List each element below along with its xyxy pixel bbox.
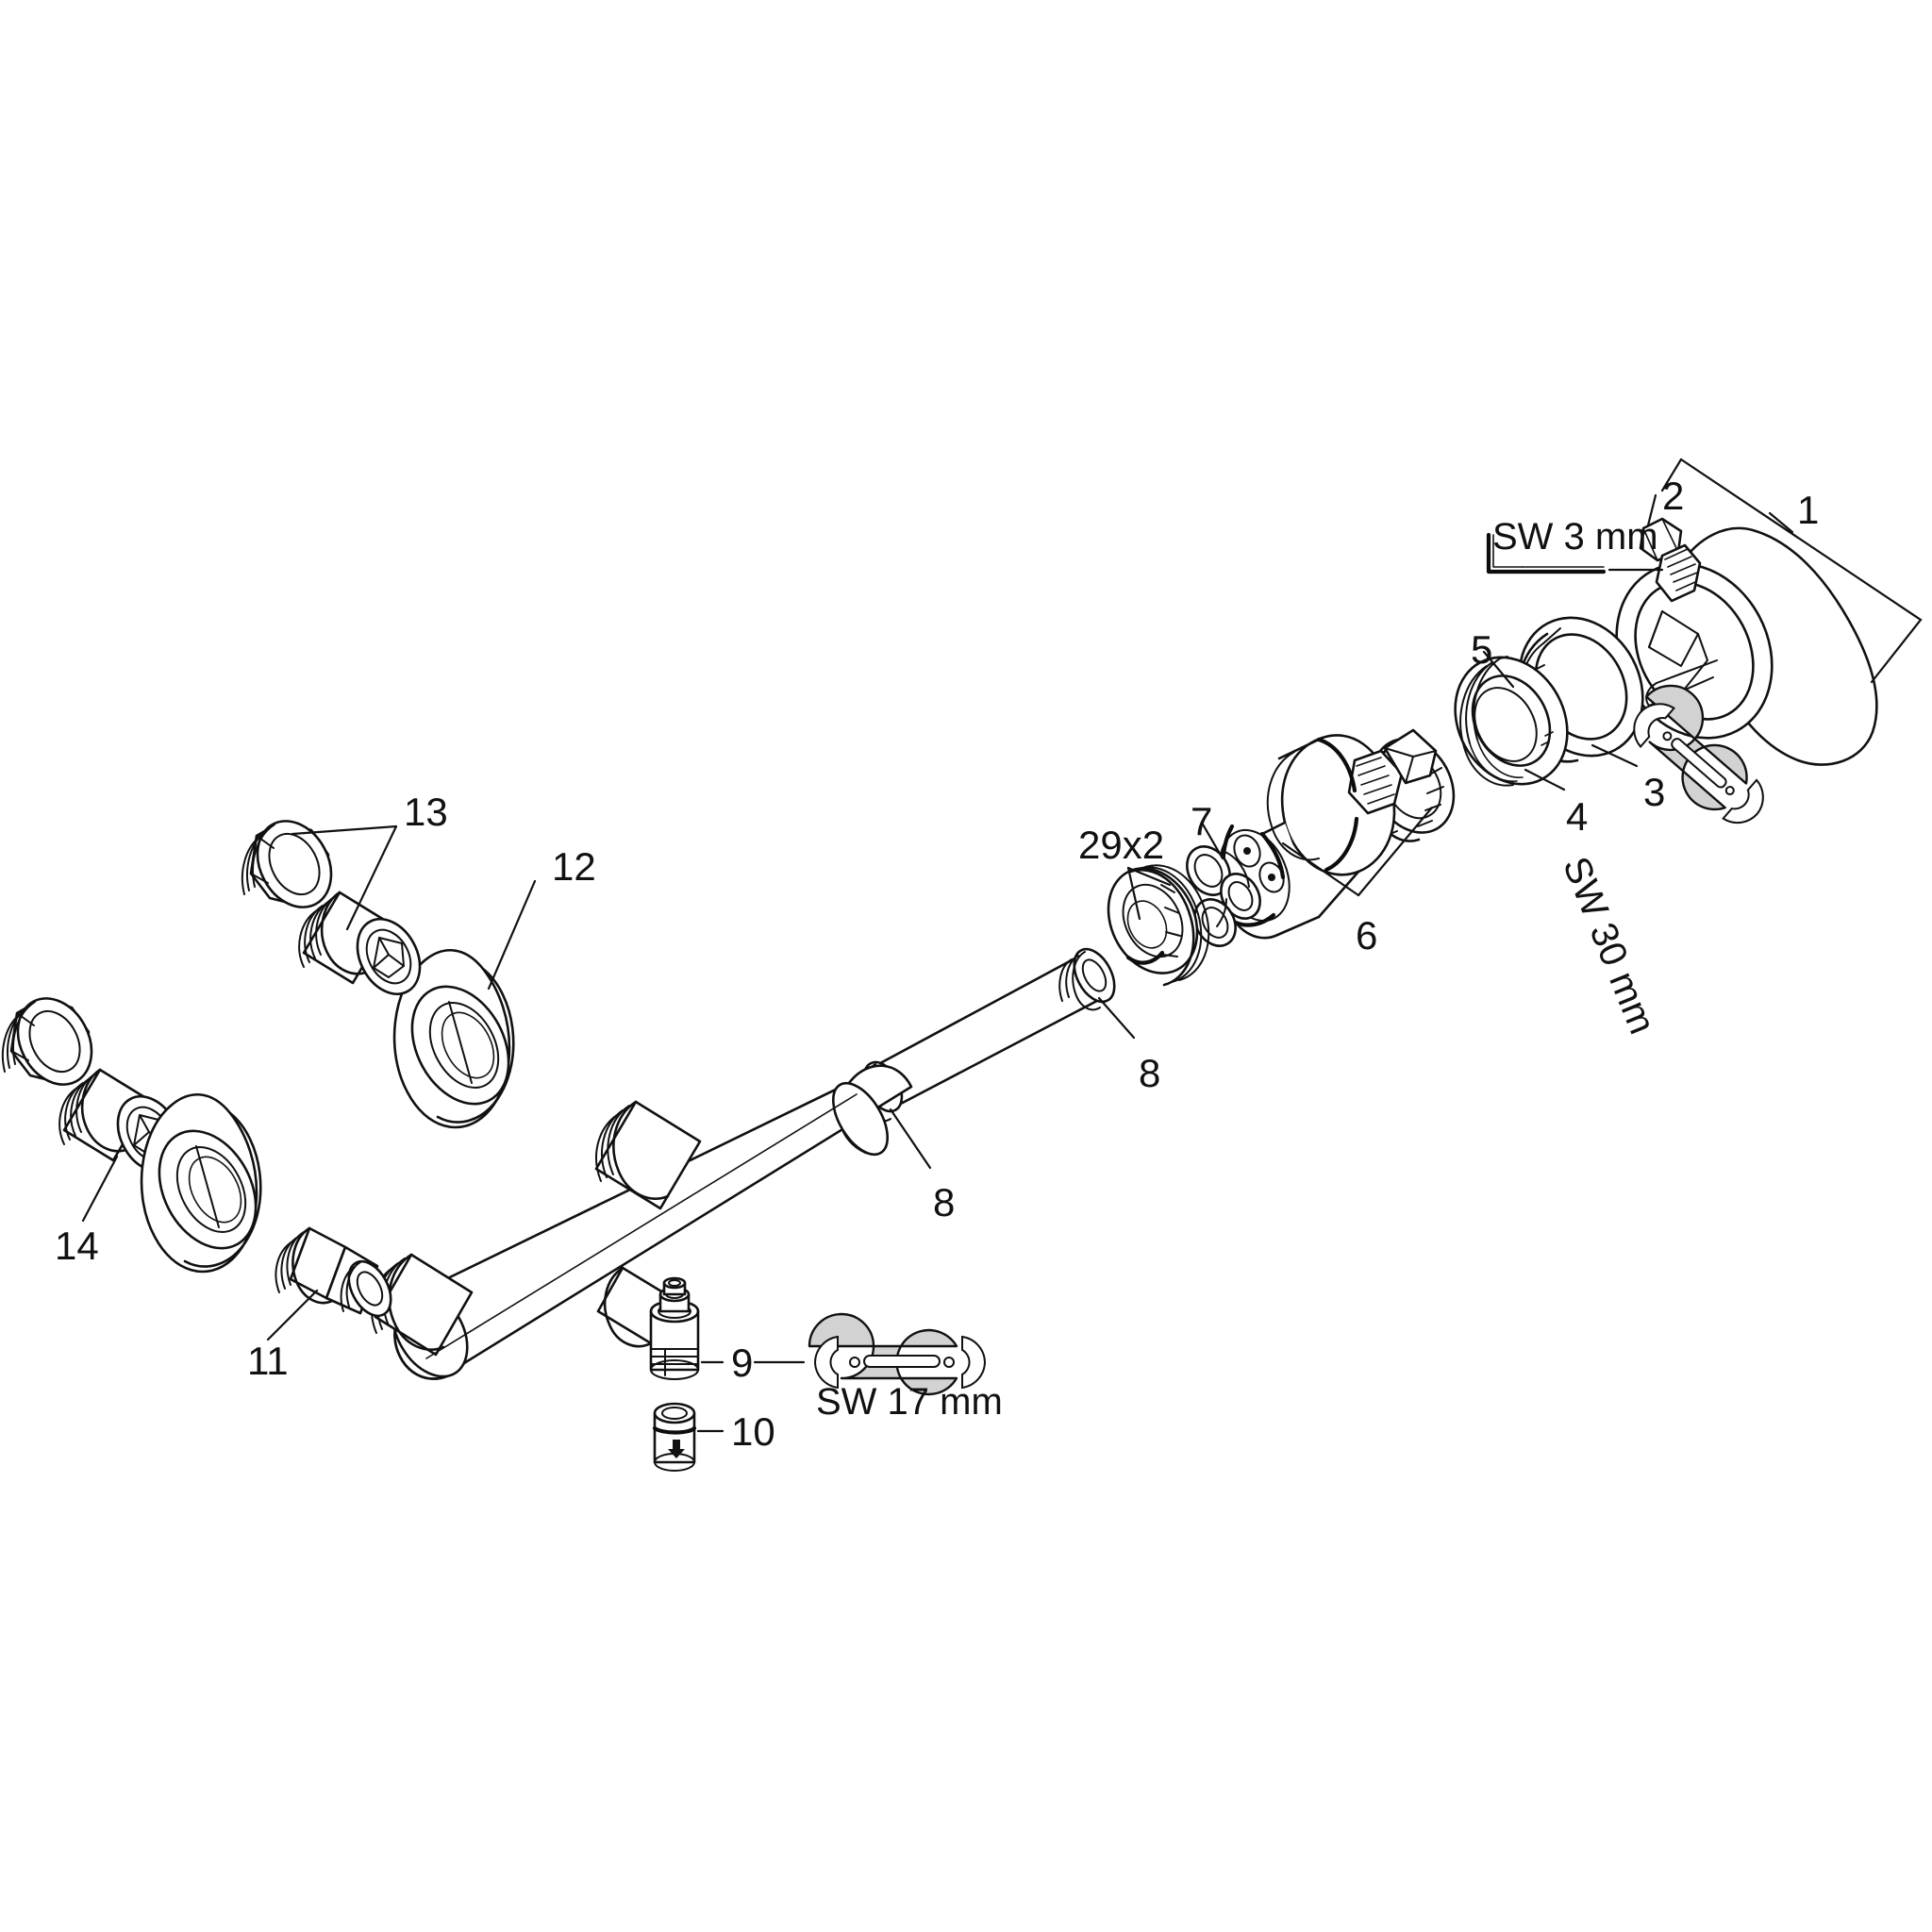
leader-item-14: [81, 1155, 119, 1223]
leader-item-12: [487, 879, 537, 991]
part-cartridge-retaining-nut: [1107, 864, 1210, 987]
callout-6: 6: [1356, 913, 1378, 958]
tool-label-sw17: SW 17 mm: [816, 1381, 1003, 1423]
part-grub-screw-cap: [1639, 517, 1702, 603]
part-flow-regulator: [652, 1402, 697, 1472]
allen-key-icon: [1486, 532, 1607, 575]
callout-7: 7: [1191, 799, 1213, 843]
callout-4: 4: [1566, 794, 1589, 839]
callout-1: 1: [1797, 488, 1820, 532]
callout-13: 13: [404, 790, 448, 834]
callout-29x2: 29x2: [1078, 823, 1165, 867]
callout-11: 11: [247, 1339, 289, 1383]
callout-9: 9: [731, 1341, 754, 1385]
part-check-valve: [649, 1276, 700, 1380]
callout-3: 3: [1643, 770, 1666, 814]
callout-12: 12: [552, 844, 596, 889]
leader-item-13: [291, 824, 398, 931]
leader-item-29x2: [1126, 866, 1172, 921]
part-s-union-nipple-11: [275, 1226, 392, 1318]
leader-item-3: [1591, 743, 1639, 768]
leader-item-11: [266, 1289, 319, 1341]
leader-item-2: [1646, 493, 1657, 527]
callout-5: 5: [1471, 627, 1493, 672]
part-s-union-13: [241, 820, 422, 995]
part-escutcheon-lower: [140, 1093, 262, 1274]
callout-10: 10: [731, 1409, 775, 1454]
leader-item-8-upper: [1097, 996, 1136, 1040]
leader-item-6: [1281, 806, 1434, 897]
tool-label-sw3: SW 3 mm: [1492, 516, 1658, 558]
callout-2: 2: [1662, 474, 1685, 518]
leader-item-7: [1200, 821, 1224, 860]
part-escutcheon-upper: [392, 949, 515, 1129]
callout-8-upper: 8: [1139, 1051, 1161, 1095]
leader-item-4: [1524, 768, 1566, 791]
leader-item-5: [1482, 650, 1515, 689]
leader-item-1: [1660, 458, 1923, 684]
open-end-wrench-icon-30: [1633, 684, 1764, 824]
leader-item-8-lower: [889, 1108, 932, 1170]
open-end-wrench-icon-17: [808, 1312, 987, 1396]
callout-14: 14: [55, 1224, 99, 1268]
callout-8-lower: 8: [933, 1180, 956, 1224]
part-main-mixer-body: [371, 1064, 913, 1380]
